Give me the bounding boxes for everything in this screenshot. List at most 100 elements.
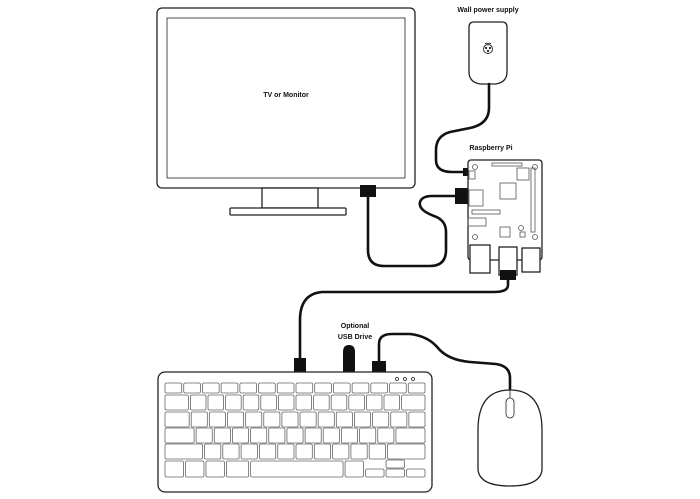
- keyboard-key[interactable]: [383, 394, 401, 411]
- keyboard-key[interactable]: [226, 460, 250, 478]
- keyboard[interactable]: [157, 371, 433, 493]
- keyboard-key[interactable]: [242, 394, 260, 411]
- keyboard-key[interactable]: [295, 394, 313, 411]
- hdmi-plug-pi: [455, 188, 469, 204]
- keyboard-key[interactable]: [368, 443, 386, 460]
- keyboard-key[interactable]: [317, 411, 335, 428]
- keyboard-key[interactable]: [401, 394, 426, 411]
- keyboard-key[interactable]: [407, 382, 426, 394]
- keyboard-key[interactable]: [299, 411, 317, 428]
- keyboard-key[interactable]: [202, 382, 220, 394]
- keyboard-key[interactable]: [232, 427, 249, 444]
- keyboard-key[interactable]: [239, 382, 257, 394]
- mouse[interactable]: [477, 389, 543, 487]
- keyboard-key[interactable]: [164, 382, 183, 394]
- keyboard-key[interactable]: [344, 460, 364, 478]
- usb-drive-label-line2: USB Drive: [338, 334, 372, 341]
- keyboard-key[interactable]: [332, 443, 350, 460]
- keyboard-key[interactable]: [370, 382, 388, 394]
- keyboard-key[interactable]: [365, 394, 383, 411]
- keyboard-key[interactable]: [390, 411, 408, 428]
- keyboard-key[interactable]: [164, 394, 189, 411]
- keyboard-key[interactable]: [354, 411, 371, 428]
- monitor: TV or Monitor: [156, 7, 416, 216]
- keyboard-key[interactable]: [195, 427, 213, 444]
- keyboard-key[interactable]: [341, 427, 358, 444]
- usb-plug-pi: [500, 270, 516, 280]
- keyboard-key[interactable]: [183, 382, 201, 394]
- keyboard-key[interactable]: [240, 443, 258, 460]
- keyboard-key[interactable]: [333, 382, 351, 394]
- keyboard-key[interactable]: [164, 427, 195, 444]
- keyboard-key[interactable]: [295, 382, 314, 394]
- keyboard-key[interactable]: [258, 443, 277, 460]
- keyboard-key[interactable]: [164, 411, 190, 428]
- keyboard-key[interactable]: [227, 411, 245, 428]
- hdmi-plug-monitor: [360, 185, 376, 197]
- keyboard-key[interactable]: [225, 394, 242, 411]
- keyboard-key[interactable]: [372, 411, 390, 428]
- keyboard-key[interactable]: [277, 443, 295, 460]
- keyboard-key[interactable]: [281, 411, 299, 428]
- keyboard-key[interactable]: [277, 394, 295, 411]
- keyboard-key[interactable]: [377, 427, 395, 444]
- hdmi-cable: [366, 194, 458, 268]
- keyboard-key[interactable]: [190, 411, 208, 428]
- keyboard-key[interactable]: [350, 443, 368, 460]
- keyboard-key[interactable]: [258, 382, 276, 394]
- raspberry-pi-board: Raspberry Pi: [467, 145, 543, 276]
- keyboard-key[interactable]: [213, 427, 231, 444]
- keyboard-key[interactable]: [208, 411, 226, 428]
- keyboard-key[interactable]: [389, 382, 407, 394]
- keyboard-cable: [298, 276, 510, 362]
- mouse-cable: [377, 332, 512, 394]
- usb-c-plug: [463, 168, 469, 176]
- power-cable: [434, 82, 491, 174]
- keyboard-key[interactable]: [335, 411, 353, 428]
- raspberry-logo-icon: [483, 42, 493, 54]
- keyboard-key[interactable]: [222, 443, 240, 460]
- keyboard-key[interactable]: [286, 427, 304, 444]
- keyboard-key[interactable]: [313, 443, 332, 460]
- keyboard-key[interactable]: [220, 382, 239, 394]
- keyboard-key[interactable]: [207, 394, 225, 411]
- keyboard-key[interactable]: [408, 411, 426, 428]
- raspberry-pi-label: Raspberry Pi: [469, 145, 512, 152]
- keyboard-keys: [164, 382, 426, 478]
- keyboard-key[interactable]: [295, 443, 313, 460]
- keyboard-key[interactable]: [387, 443, 426, 460]
- keyboard-key[interactable]: [250, 460, 344, 478]
- keyboard-key[interactable]: [185, 460, 205, 478]
- keyboard-key[interactable]: [164, 460, 184, 478]
- keyboard-key[interactable]: [189, 394, 207, 411]
- usb-drive-label-line1: Optional: [341, 323, 369, 330]
- keyboard-key[interactable]: [276, 382, 295, 394]
- keyboard-key[interactable]: [314, 382, 332, 394]
- power-supply-label: Wall power supply: [457, 7, 518, 14]
- keyboard-key[interactable]: [164, 443, 203, 460]
- usb-plug-keyboard: [294, 358, 306, 372]
- keyboard-key[interactable]: [250, 427, 268, 444]
- keyboard-key[interactable]: [406, 468, 426, 478]
- keyboard-key[interactable]: [260, 394, 277, 411]
- keyboard-key[interactable]: [304, 427, 322, 444]
- keyboard-key[interactable]: [385, 468, 405, 478]
- keyboard-key[interactable]: [268, 427, 286, 444]
- monitor-label: TV or Monitor: [263, 92, 309, 99]
- keyboard-key[interactable]: [330, 394, 348, 411]
- keyboard-key[interactable]: [204, 443, 222, 460]
- usb-plug-mouse: [372, 361, 386, 372]
- keyboard-key-up-arrow[interactable]: [385, 459, 405, 469]
- keyboard-key[interactable]: [365, 468, 385, 478]
- keyboard-key[interactable]: [359, 427, 377, 444]
- keyboard-key[interactable]: [205, 460, 225, 478]
- keyboard-key[interactable]: [351, 382, 370, 394]
- usb-drive[interactable]: [343, 345, 355, 372]
- keyboard-key[interactable]: [245, 411, 263, 428]
- keyboard-key[interactable]: [322, 427, 340, 444]
- keyboard-key[interactable]: [313, 394, 330, 411]
- keyboard-key[interactable]: [395, 427, 426, 444]
- keyboard-key[interactable]: [263, 411, 281, 428]
- keyboard-key[interactable]: [348, 394, 365, 411]
